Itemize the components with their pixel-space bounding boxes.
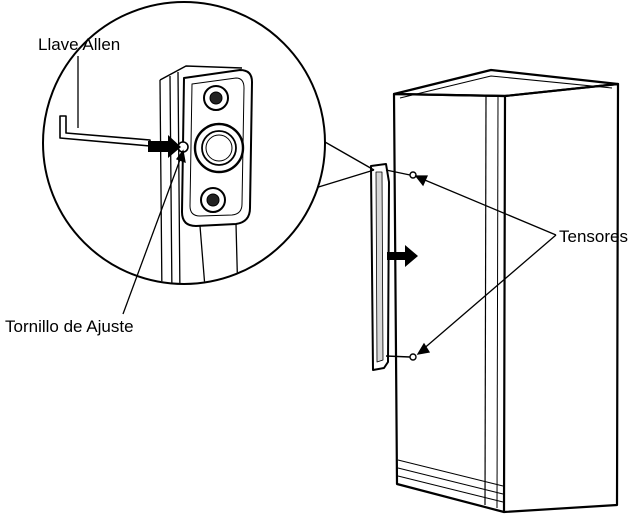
fridge-door-front (392, 92, 507, 514)
adjust-screw-leader (122, 149, 186, 315)
handle-bottom-bracket (385, 355, 411, 358)
arrowhead-screw-icon (175, 149, 186, 164)
fridge-base-lines (397, 459, 504, 503)
tensioner-screw-bottom-icon (409, 353, 417, 361)
tensioner-screws (409, 171, 417, 361)
tensores-leaders (414, 175, 557, 355)
arrowhead-top-icon (414, 175, 429, 187)
refrigerator (392, 68, 620, 514)
fridge-top (392, 68, 620, 98)
door-handle (370, 163, 411, 371)
tensioner-screw-top-icon (409, 171, 417, 179)
detail-bracket-inner (189, 77, 245, 217)
fridge-door-inner-edge (496, 95, 499, 509)
fridge-top-rim (399, 75, 613, 99)
allen-key-arrow-icon (148, 135, 181, 158)
arrowhead-bottom-icon (416, 342, 431, 355)
fridge-door-edge (484, 95, 487, 506)
detail-door-frame (159, 71, 181, 283)
allen-key-icon (59, 115, 151, 147)
detail-door-top (159, 65, 243, 81)
magnified-detail (42, 1, 326, 285)
handle-top-bracket (385, 169, 411, 176)
handle-shading (375, 171, 384, 363)
push-direction-arrow-icon (387, 245, 418, 267)
tensioners-label: Tensores (559, 227, 628, 246)
adjust-screw-label: Tornillo de Ajuste (5, 317, 134, 336)
allen-key-label: Llave Allen (38, 35, 121, 54)
detail-lower-frame (199, 223, 239, 283)
fridge-side (503, 82, 620, 514)
